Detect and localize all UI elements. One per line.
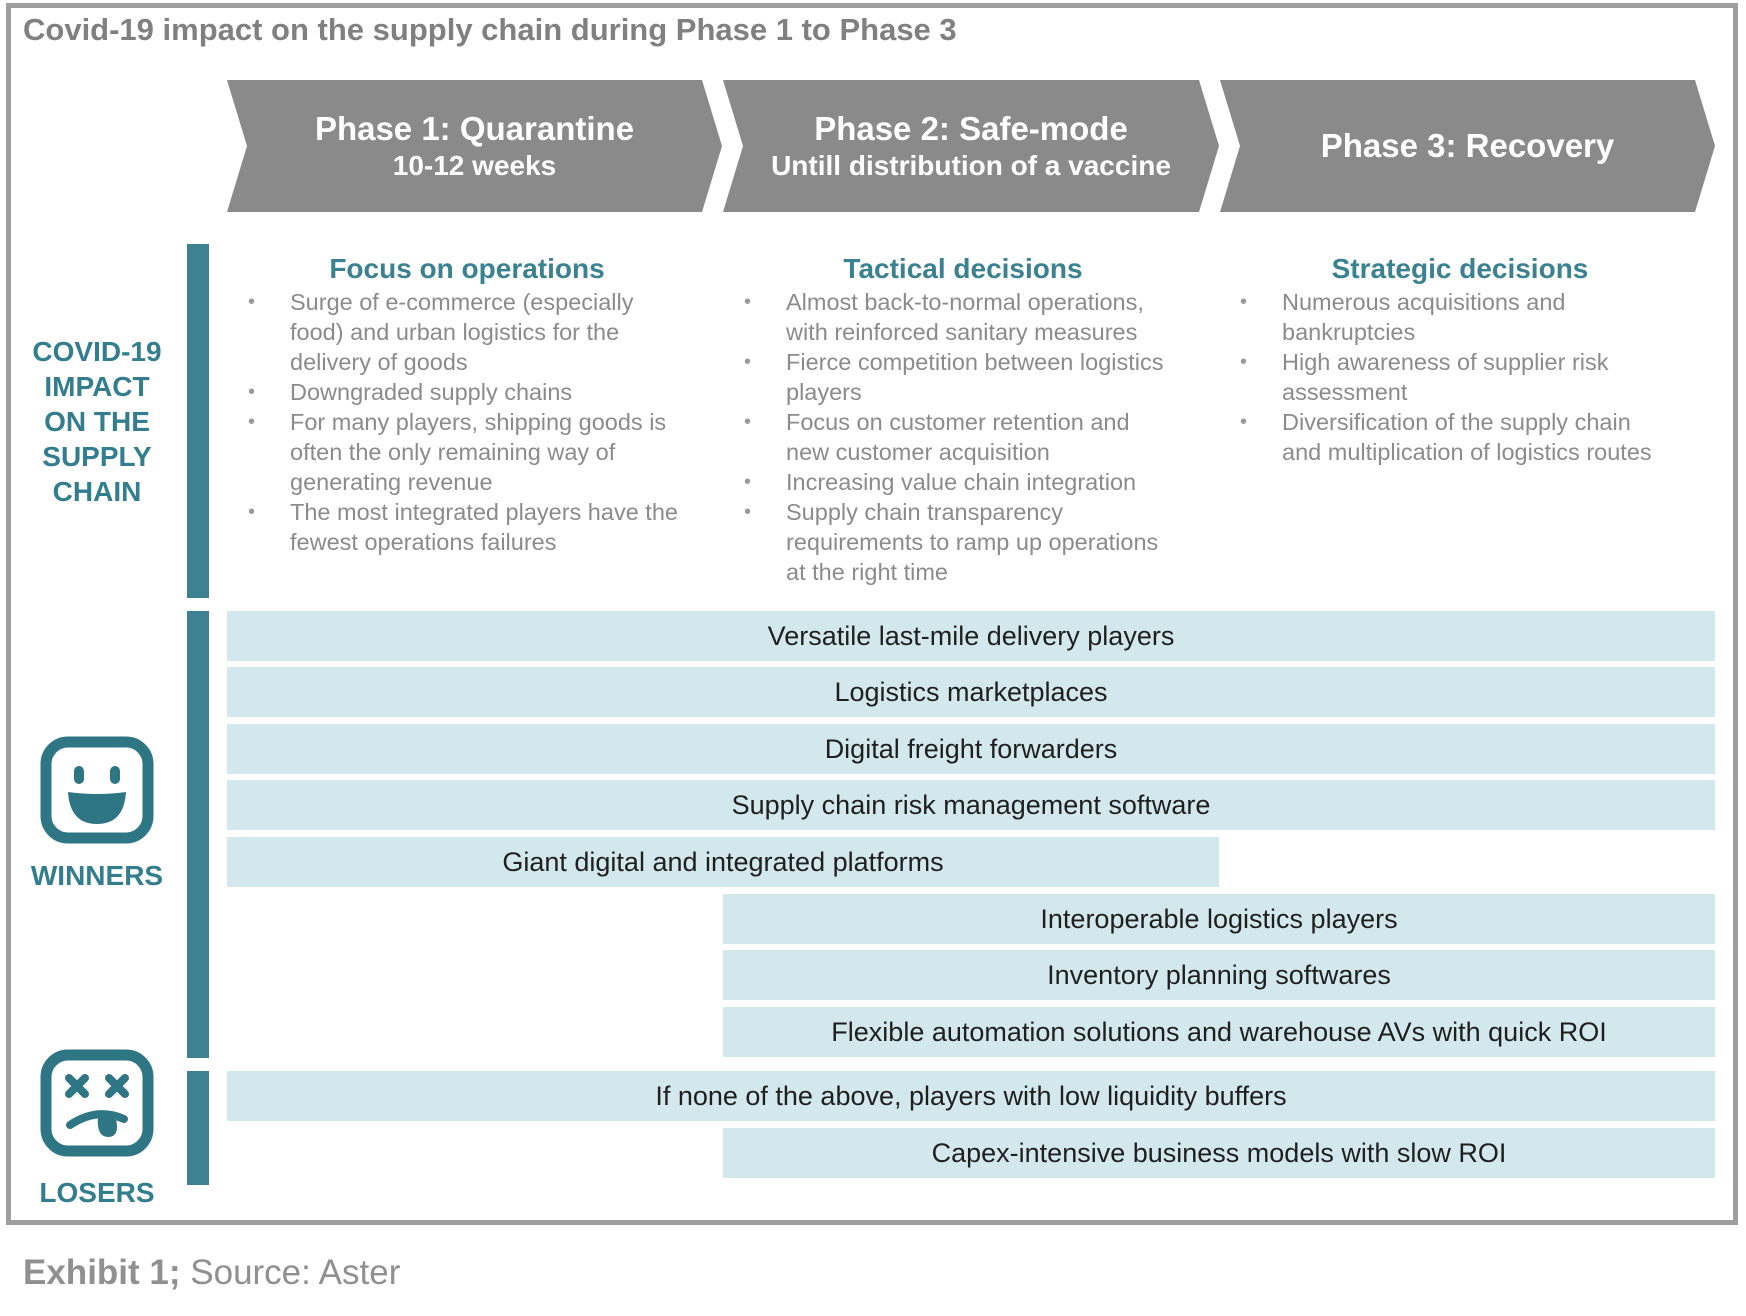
bullet-line: generating revenue — [290, 469, 493, 495]
source-caption: Exhibit 1; Source: Aster — [23, 1253, 400, 1293]
winner-bar: Versatile last-mile delivery players — [227, 611, 1715, 661]
bullet-icon: • — [744, 291, 752, 313]
column-1-title: Focus on operations — [329, 253, 605, 284]
phase-3-arrow — [1220, 80, 1715, 212]
bullet-line: Focus on customer retention and — [786, 409, 1130, 435]
winner-bar: Flexible automation solutions and wareho… — [723, 1007, 1715, 1057]
bullet-icon: • — [248, 291, 256, 313]
exhibit-frame — [6, 3, 1738, 1225]
bullet-icon: • — [248, 381, 256, 403]
bullet-line: fewest operations failures — [290, 529, 557, 555]
bullet-icon: • — [248, 501, 256, 523]
column-3-title: Strategic decisions — [1331, 253, 1589, 284]
bullet-line: at the right time — [786, 559, 948, 585]
winner-bar: Giant digital and integrated platforms — [227, 837, 1219, 887]
phase-1-arrow — [227, 80, 722, 212]
impact-section-bar — [187, 244, 209, 598]
column-3-bullets: • Numerous acquisitions and bankruptcies •… — [1232, 287, 1712, 467]
bullet-line: often the only remaining way of — [290, 439, 616, 465]
bullet-item: • Almost back-to-normal operations, with r… — [736, 287, 1206, 347]
bullet-icon: • — [744, 471, 752, 493]
column-1-bullets: • Surge of e-commerce (especially food) an… — [240, 287, 710, 557]
winners-label: WINNERS — [30, 860, 164, 891]
bullet-line: with reinforced sanitary measures — [786, 319, 1138, 345]
winner-bar: Digital freight forwarders — [227, 724, 1715, 774]
losers-section-bar — [187, 1071, 209, 1185]
winner-bar: Logistics marketplaces — [227, 667, 1715, 717]
column-2-title: Tactical decisions — [843, 253, 1083, 284]
bullet-item: • For many players, shipping goods is ofte… — [240, 407, 710, 497]
bullet-line: Supply chain transparency — [786, 499, 1063, 525]
bullet-line: new customer acquisition — [786, 439, 1050, 465]
bullet-icon: • — [1240, 351, 1248, 373]
bullet-line: Fierce competition between logistics — [786, 349, 1164, 375]
bullet-item: • Numerous acquisitions and bankruptcies — [1232, 287, 1712, 347]
bullet-item: • Fierce competition between logistics pla… — [736, 347, 1206, 407]
phase-1-subtitle: 10-12 weeks — [392, 150, 557, 181]
bullet-line: players — [786, 379, 862, 405]
bullet-icon: • — [1240, 411, 1248, 433]
bullet-line: High awareness of supplier risk — [1282, 349, 1609, 375]
bullet-line: assessment — [1282, 379, 1408, 405]
bullet-item: • Diversification of the supply chain and … — [1232, 407, 1712, 467]
bullet-line: delivery of goods — [290, 349, 468, 375]
bullet-line: Increasing value chain integration — [786, 469, 1137, 495]
loser-bar: Capex-intensive business models with slo… — [723, 1128, 1715, 1178]
bullet-line: food) and urban logistics for the — [290, 319, 620, 345]
bullet-icon: • — [744, 411, 752, 433]
bullet-line: requirements to ramp up operations — [786, 529, 1159, 555]
winner-bar: Interoperable logistics players — [723, 894, 1715, 944]
bullet-line: The most integrated players have the — [290, 499, 678, 525]
bullet-icon: • — [744, 501, 752, 523]
bullet-item: • High awareness of supplier risk assessme… — [1232, 347, 1712, 407]
impact-label-line: IMPACT — [44, 371, 150, 402]
phase-1-label: Phase 1: Quarantine 10-12 weeks — [247, 80, 702, 212]
bullet-line: For many players, shipping goods is — [290, 409, 667, 435]
bullet-line: bankruptcies — [1282, 319, 1416, 345]
winner-bar: Supply chain risk management software — [227, 780, 1715, 830]
dizzy-face-icon — [40, 1049, 154, 1157]
bullet-line: Downgraded supply chains — [290, 379, 573, 405]
bullet-item: • Downgraded supply chains — [240, 377, 710, 407]
bullet-line: Almost back-to-normal operations, — [786, 289, 1144, 315]
winners-section-bar — [187, 611, 209, 1058]
phase-1-title: Phase 1: Quarantine — [314, 110, 635, 148]
exhibit-number: Exhibit 1; — [23, 1253, 181, 1292]
winner-bar: Inventory planning softwares — [723, 950, 1715, 1000]
bullet-icon: • — [248, 411, 256, 433]
impact-label-line: CHAIN — [52, 476, 142, 507]
phase-3-title: Phase 3: Recovery — [1320, 127, 1615, 165]
column-2-bullets: • Almost back-to-normal operations, with r… — [736, 287, 1206, 587]
bullet-item: • Surge of e-commerce (especially food) an… — [240, 287, 710, 377]
bullet-line: and multiplication of logistics routes — [1282, 439, 1652, 465]
impact-label: COVID-19 IMPACT ON THE SUPPLY CHAIN — [12, 334, 182, 509]
phase-2-label: Phase 2: Safe-mode Untill distribution o… — [743, 80, 1199, 212]
losers-label: LOSERS — [39, 1177, 155, 1208]
phase-arrows — [227, 80, 1715, 212]
impact-label-line: ON THE — [44, 406, 150, 437]
impact-label-line: COVID-19 — [32, 336, 162, 367]
bullet-line: Numerous acquisitions and — [1282, 289, 1566, 315]
happy-face-icon — [40, 736, 154, 844]
bullet-item: • Focus on customer retention and new cust… — [736, 407, 1206, 467]
bullet-icon: • — [1240, 291, 1248, 313]
bullet-item: • Supply chain transparency requirements t… — [736, 497, 1206, 587]
loser-bar: If none of the above, players with low l… — [227, 1071, 1715, 1121]
impact-label-line: SUPPLY — [42, 441, 152, 472]
page-title: Covid-19 impact on the supply chain duri… — [23, 12, 957, 47]
phase-3-label: Phase 3: Recovery — [1240, 80, 1695, 212]
phase-2-subtitle: Untill distribution of a vaccine — [771, 150, 1171, 181]
bullet-item: • The most integrated players have the few… — [240, 497, 710, 557]
bullet-line: Surge of e-commerce (especially — [290, 289, 634, 315]
bullet-icon: • — [744, 351, 752, 373]
phase-2-arrow — [723, 80, 1219, 212]
source-text: Source: Aster — [180, 1253, 401, 1292]
bullet-item: • Increasing value chain integration — [736, 467, 1206, 497]
bullet-line: Diversification of the supply chain — [1282, 409, 1631, 435]
phase-2-title: Phase 2: Safe-mode — [814, 110, 1128, 148]
